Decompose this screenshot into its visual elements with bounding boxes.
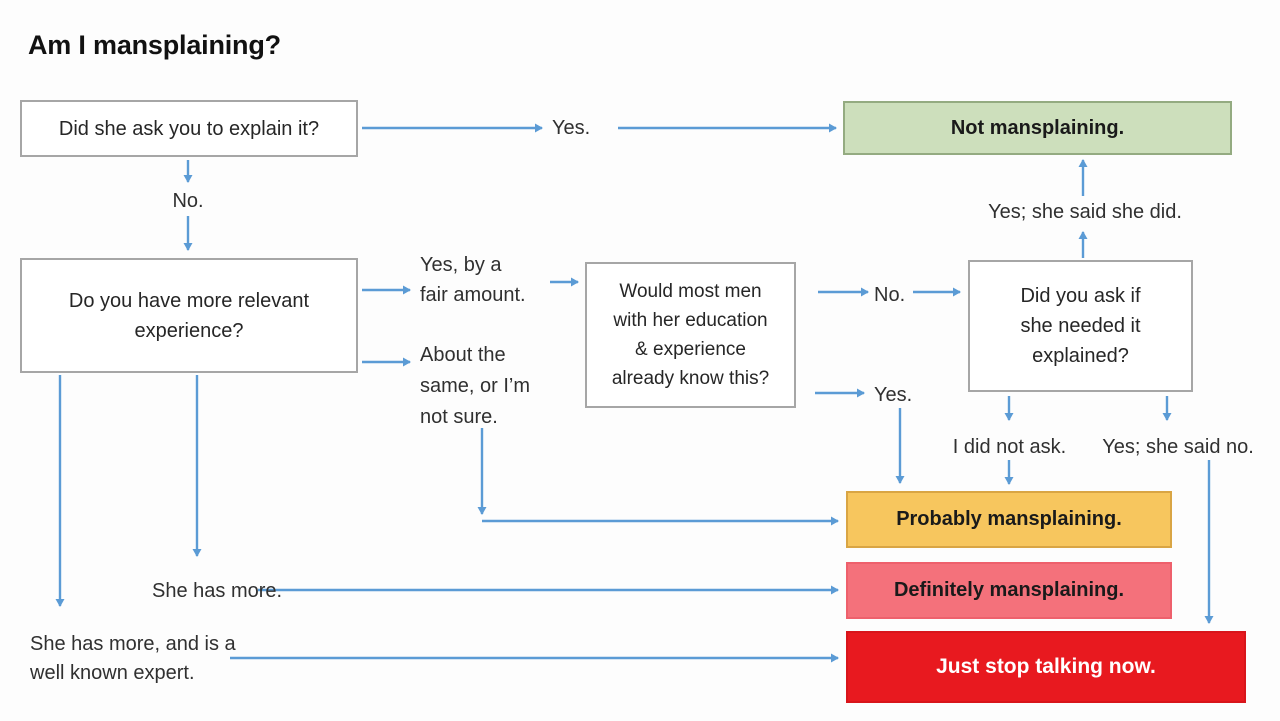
- edge-label-yes-mid: Yes.: [874, 384, 913, 406]
- edge-label-she-said-she-did: Yes; she said she did.: [988, 201, 1182, 223]
- result-box-probably-mansplaining: Probably mansplaining.: [846, 491, 1172, 548]
- edge-label-i-did-not-ask: I did not ask.: [952, 436, 1067, 458]
- result-box-not-mansplaining: Not mansplaining.: [843, 101, 1232, 155]
- edge-label-no-top: No.: [172, 190, 204, 212]
- question-box-did-she-ask: Did she ask you to explain it?: [20, 100, 358, 157]
- result-box-just-stop-talking: Just stop talking now.: [846, 631, 1246, 703]
- edge-label-yes-fair-amount: Yes, by a fair amount.: [420, 254, 526, 306]
- question-box-would-most-men-know: Would most men with her education & expe…: [585, 262, 796, 408]
- edge-label-well-known-expert: She has more, and is a well known expert…: [30, 633, 236, 684]
- page-title: Am I mansplaining?: [28, 30, 281, 60]
- edge-label-she-has-more: She has more.: [152, 580, 283, 602]
- question-box-more-relevant-experience: Do you have more relevant experience?: [20, 258, 358, 373]
- result-box-definitely-mansplaining: Definitely mansplaining.: [846, 562, 1172, 619]
- edge-label-yes-she-said-no: Yes; she said no.: [1102, 436, 1254, 458]
- edge-label-yes-top: Yes.: [552, 117, 591, 139]
- question-box-did-you-ask: Did you ask if she needed it explained?: [968, 260, 1193, 392]
- edge-label-no-mid: No.: [874, 284, 906, 306]
- edge-label-about-the-same: About the same, or I’m not sure.: [420, 344, 531, 428]
